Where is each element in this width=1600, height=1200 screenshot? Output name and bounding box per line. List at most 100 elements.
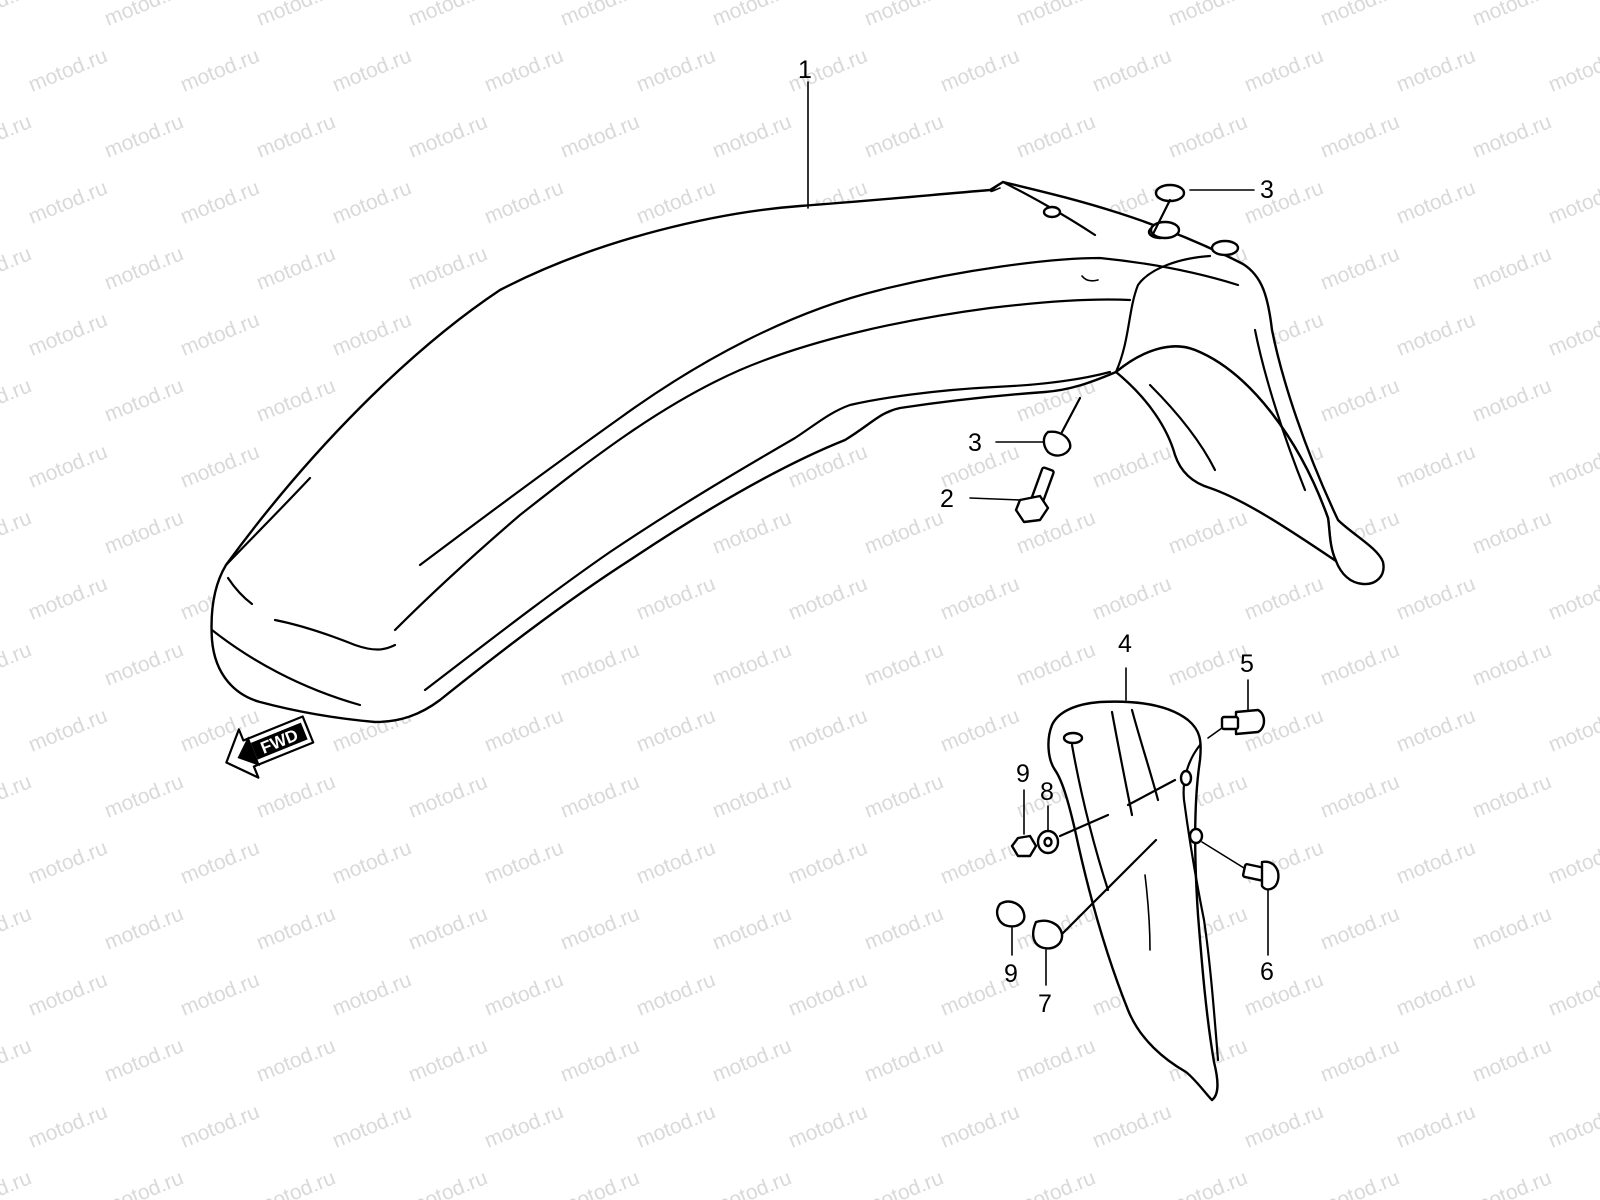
watermark-text: motod.ru	[785, 836, 870, 888]
watermark-text: motod.ru	[1013, 1034, 1098, 1086]
watermark-text: motod.ru	[253, 0, 338, 31]
watermark-text: motod.ru	[253, 110, 338, 162]
nut-lower	[996, 900, 1026, 928]
watermark-text: motod.ru	[709, 770, 794, 822]
watermark-text: motod.ru	[1241, 44, 1326, 96]
watermark-text: motod.ru	[1013, 110, 1098, 162]
watermark-text: motod.ru	[25, 308, 110, 360]
watermark-text: motod.ru	[861, 770, 946, 822]
watermark-text: motod.ru	[557, 0, 642, 31]
watermark-text: motod.ru	[177, 44, 262, 96]
watermark-text: motod.ru	[861, 1034, 946, 1086]
watermark-text: motod.ru	[1545, 704, 1600, 756]
callout-7: 7	[1038, 990, 1052, 1018]
watermark-text: motod.ru	[1013, 1166, 1098, 1200]
watermark-text: motod.ru	[101, 902, 186, 954]
watermark-text: motod.ru	[1393, 44, 1478, 96]
watermark-text: motod.ru	[481, 704, 566, 756]
watermark-text: motod.ru	[405, 110, 490, 162]
watermark-text: motod.ru	[1089, 44, 1174, 96]
watermark-text: motod.ru	[1393, 704, 1478, 756]
watermark-text: motod.ru	[1013, 638, 1098, 690]
watermark-text: motod.ru	[557, 638, 642, 690]
mud-guard	[1047, 700, 1220, 1102]
watermark-text: motod.ru	[1317, 1166, 1402, 1200]
fender-nut-top	[1149, 183, 1186, 240]
watermark-text: motod.ru	[329, 836, 414, 888]
watermark-text: motod.ru	[25, 836, 110, 888]
watermark-text: motod.ru	[25, 176, 110, 228]
watermark-text: motod.ru	[1469, 242, 1554, 294]
watermark-text: motod.ru	[1469, 902, 1554, 954]
watermark-text: motod.ru	[1469, 506, 1554, 558]
nut-upper	[1010, 834, 1038, 858]
watermark-text: motod.ru	[709, 902, 794, 954]
fender-hole	[1042, 205, 1062, 219]
watermark-text: motod.ru	[1545, 440, 1600, 492]
front-fender	[210, 180, 1385, 724]
watermark-text: motod.ru	[0, 902, 35, 954]
watermark-text: motod.ru	[861, 638, 946, 690]
fender-bolt	[1014, 466, 1055, 524]
watermark-text: motod.ru	[1089, 440, 1174, 492]
watermark-text: motod.ru	[1469, 638, 1554, 690]
watermark-text: motod.ru	[861, 110, 946, 162]
watermark-text: motod.ru	[405, 902, 490, 954]
callout-6: 6	[1260, 958, 1274, 986]
watermark-text: motod.ru	[1013, 0, 1098, 31]
watermark-text: motod.ru	[633, 836, 718, 888]
watermark-text: motod.ru	[937, 836, 1022, 888]
watermark-text: motod.ru	[0, 242, 35, 294]
watermark-text: motod.ru	[177, 176, 262, 228]
watermark-text: motod.ru	[1317, 110, 1402, 162]
callout-1: 1	[798, 56, 812, 84]
fwd-direction-badge: FWD	[225, 715, 315, 779]
watermark-text: motod.ru	[557, 110, 642, 162]
watermark-text: motod.ru	[1393, 572, 1478, 624]
watermark-text: motod.ru	[329, 1100, 414, 1152]
watermark-text: motod.ru	[253, 1034, 338, 1086]
watermark-text: motod.ru	[1089, 1100, 1174, 1152]
watermark-text: motod.ru	[1317, 1034, 1402, 1086]
watermark-text: motod.ru	[101, 1166, 186, 1200]
watermark-text: motod.ru	[101, 1034, 186, 1086]
watermark-text: motod.ru	[329, 44, 414, 96]
callout-3: 3	[968, 429, 982, 457]
watermark-text: motod.ru	[481, 44, 566, 96]
watermark-text: motod.ru	[1241, 572, 1326, 624]
watermark-text: motod.ru	[1317, 902, 1402, 954]
watermark-text: motod.ru	[1469, 770, 1554, 822]
callout-labels: 1 2 3 3 4 5 6 7 8 9 9	[798, 56, 1274, 1018]
watermark-text: motod.ru	[101, 374, 186, 426]
watermark-text: motod.ru	[937, 1100, 1022, 1152]
watermark-text: motod.ru	[25, 572, 110, 624]
watermark-text: motod.ru	[1165, 506, 1250, 558]
watermark-text: motod.ru	[25, 440, 110, 492]
watermark-text: motod.ru	[1393, 440, 1478, 492]
watermark-text: motod.ru	[861, 1166, 946, 1200]
mud-guard-screw-upper	[1207, 708, 1266, 739]
watermark-text: motod.ru	[937, 704, 1022, 756]
watermark-text: motod.ru	[25, 44, 110, 96]
watermark-text: motod.ru	[1393, 968, 1478, 1020]
mud-guard-screw-lower	[1201, 841, 1280, 891]
watermark-text: motod.ru	[1545, 836, 1600, 888]
watermark-text: motod.ru	[1241, 968, 1326, 1020]
watermark-text: motod.ru	[177, 440, 262, 492]
watermark-text: motod.ru	[329, 968, 414, 1020]
watermark-text: motod.ru	[633, 44, 718, 96]
watermark-text: motod.ru	[1469, 374, 1554, 426]
watermark-text: motod.ru	[1545, 1100, 1600, 1152]
watermark-text: motod.ru	[25, 1100, 110, 1152]
watermark-text: motod.ru	[481, 176, 566, 228]
watermark-text: motod.ru	[861, 0, 946, 31]
watermark-text: motod.ru	[253, 1166, 338, 1200]
watermark-text: motod.ru	[1545, 572, 1600, 624]
watermark-text: motod.ru	[329, 308, 414, 360]
watermark-text: motod.ru	[557, 1034, 642, 1086]
watermark-text: motod.ru	[253, 242, 338, 294]
watermark-text: motod.ru	[1545, 968, 1600, 1020]
watermark-text: motod.ru	[557, 770, 642, 822]
watermark-text: motod.ru	[253, 770, 338, 822]
watermark-text: motod.ru	[1089, 572, 1174, 624]
